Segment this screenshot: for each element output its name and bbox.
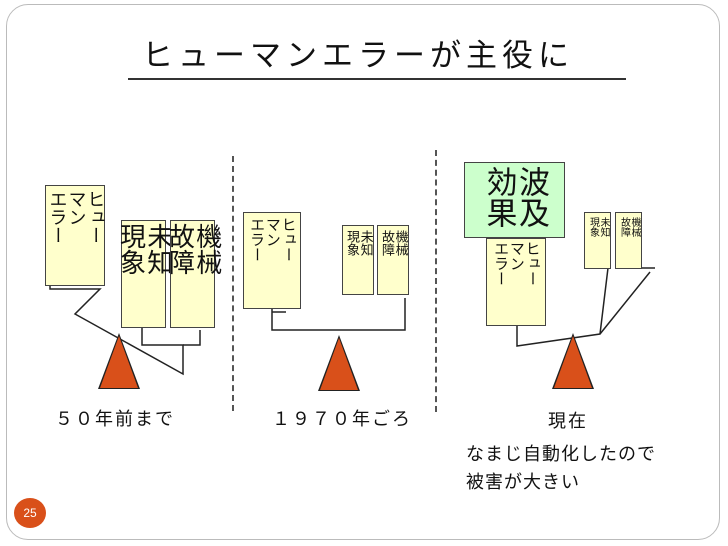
human-error-box: ヒュー マン エラー xyxy=(243,212,301,309)
machine-failure-box: 機械 故障 xyxy=(377,225,409,295)
fulcrum xyxy=(554,336,592,388)
human-error-label: ヒュー マン エラー xyxy=(492,241,542,286)
caption-era-3-line-2: なまじ自動化したので xyxy=(466,444,656,465)
divider-left xyxy=(232,156,234,411)
caption-era-3-heading: 現在 xyxy=(548,411,588,432)
human-error-box: ヒュー マン エラー xyxy=(45,185,105,286)
caption-era-2: １９７０年ごろ xyxy=(272,409,412,430)
machine-failure-box: 機械 故障 xyxy=(615,212,642,269)
fulcrum xyxy=(320,338,358,390)
ripple-effect-label: 波及 効果 xyxy=(480,166,550,228)
unknown-phenomenon-box: 未知 現象 xyxy=(584,212,611,269)
slide-frame xyxy=(6,4,720,540)
caption-era-1: ５０年前まで xyxy=(55,409,175,430)
machine-failure-label: 機械 故障 xyxy=(618,217,641,237)
machine-failure-label: 機械 故障 xyxy=(164,223,222,275)
unknown-phenomenon-box: 未知 現象 xyxy=(342,225,374,295)
human-error-label: ヒュー マン エラー xyxy=(46,190,106,244)
caption-era-3-line-3: 被害が大きい xyxy=(466,472,580,493)
unknown-phenomenon-box: 未知 現象 xyxy=(116,220,173,328)
ripple-effect-box: 波及 効果 xyxy=(464,162,565,238)
unknown-phenomenon-label: 未知 現象 xyxy=(587,217,610,237)
title-underline xyxy=(128,78,626,80)
machine-failure-box: 機械 故障 xyxy=(165,220,222,328)
page-number-badge: 25 xyxy=(14,498,46,528)
human-error-label: ヒュー マン エラー xyxy=(248,217,298,262)
human-error-box: ヒュー マン エラー xyxy=(486,238,546,326)
unknown-phenomenon-label: 未知 現象 xyxy=(344,230,373,256)
machine-failure-label: 機械 故障 xyxy=(379,230,408,256)
divider-right xyxy=(435,150,437,412)
fulcrum xyxy=(100,336,138,388)
slide-title: ヒューマンエラーが主役に xyxy=(142,38,574,74)
unknown-phenomenon-label: 未知 現象 xyxy=(115,223,173,275)
